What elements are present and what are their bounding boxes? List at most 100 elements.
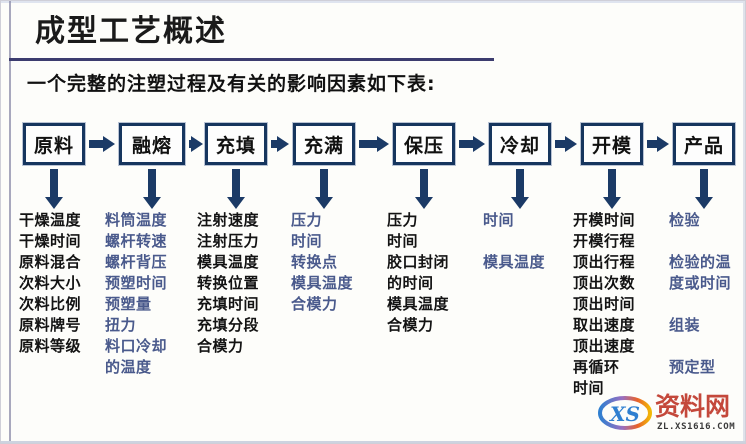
factor-item: 模具温度 [387, 295, 450, 313]
flow-box-label: 开模 [591, 134, 632, 157]
flow-box-6[interactable]: 冷却 [489, 123, 551, 165]
factor-item: 料筒温度 [105, 211, 168, 229]
factor-column-4: 压力时间转换点模具温度合模力 [291, 210, 353, 315]
flow-box-label: 原料 [33, 134, 74, 157]
factor-spacer [669, 294, 731, 315]
factor-item: 预定型 [669, 358, 716, 376]
flow-box-8[interactable]: 产品 [673, 123, 735, 165]
factor-item: 合模力 [291, 295, 338, 313]
factor-item: 干燥时间 [19, 232, 82, 250]
factor-item: 原料混合 [19, 253, 82, 271]
factor-item: 转换点 [291, 253, 338, 271]
factor-item: 模具温度 [291, 274, 354, 292]
factor-item: 胶口封闭 [387, 253, 450, 271]
factor-item: 顶出时间 [573, 295, 636, 313]
flow-box-5[interactable]: 保压 [393, 123, 455, 165]
factor-item: 转换位置 [197, 274, 260, 292]
factor-item: 充填分段 [197, 316, 260, 334]
flow-box-label: 冷却 [499, 134, 540, 157]
factor-item: 的温度 [105, 358, 152, 376]
flow-arrow-down-6 [511, 169, 529, 209]
flow-arrow-down-4 [315, 169, 333, 209]
factor-item: 预塑量 [105, 295, 152, 313]
flow-arrow-right-5 [459, 136, 485, 152]
factor-item: 时间 [291, 232, 323, 250]
frame-top-line [1, 1, 745, 3]
factor-item: 压力 [291, 211, 323, 229]
factor-item: 干燥温度 [19, 211, 82, 229]
xs-logo-icon: XS [597, 393, 653, 433]
flow-arrow-right-1 [89, 136, 115, 152]
process-flow-row: 原料 融熔 充填 充满 保压 冷却 开模 产品 [1, 123, 745, 209]
flow-box-7[interactable]: 开模 [581, 123, 643, 165]
factor-item: 组装 [669, 316, 701, 334]
factor-item: 模具温度 [483, 253, 546, 271]
factor-item: 次料大小 [19, 274, 82, 292]
factor-item: 螺杆转速 [105, 232, 168, 250]
factor-item: 合模力 [197, 337, 244, 355]
flow-box-label: 充满 [303, 134, 344, 157]
factor-item: 扭力 [105, 316, 137, 334]
factor-column-1: 干燥温度干燥时间原料混合次料大小次料比例原料牌号原料等级 [19, 210, 81, 357]
flow-box-2[interactable]: 融熔 [119, 123, 185, 165]
factor-item: 次料比例 [19, 295, 82, 313]
factor-item: 压力 [387, 211, 419, 229]
factor-column-8: 检验检验的温度或时间组装预定型 [669, 210, 731, 378]
factor-spacer [483, 231, 545, 252]
factor-spacer [669, 231, 731, 252]
title-underline-rule [9, 58, 494, 61]
flow-box-label: 产品 [683, 134, 724, 157]
flow-box-1[interactable]: 原料 [23, 123, 85, 165]
factor-item: 开模行程 [573, 232, 636, 250]
factor-item: 预塑时间 [105, 274, 168, 292]
factor-item: 顶出行程 [573, 253, 636, 271]
factor-item: 注射压力 [197, 232, 260, 250]
flow-arrow-down-1 [45, 169, 63, 209]
factor-item: 原料等级 [19, 337, 82, 355]
factor-item: 螺杆背压 [105, 253, 168, 271]
factor-item: 度或时间 [669, 274, 732, 292]
page-title: 成型工艺概述 [35, 14, 227, 49]
factor-item: 检验的温 [669, 253, 732, 271]
factor-item: 时间 [573, 379, 605, 397]
svg-text:XS: XS [608, 402, 640, 426]
watermark-brand: 资料网 [655, 392, 731, 421]
factor-column-7: 开模时间开模行程顶出行程顶出次数顶出时间取出速度顶出速度再循环时间 [573, 210, 635, 399]
factor-item: 时间 [483, 211, 515, 229]
watermark-url: ZL.XS1616.COM [657, 422, 736, 432]
factor-item: 顶出速度 [573, 337, 636, 355]
flow-arrow-right-4 [359, 136, 389, 152]
flow-arrow-down-5 [415, 169, 433, 209]
factor-item: 再循环 [573, 358, 620, 376]
factor-spacer [669, 336, 731, 357]
factor-item: 充填时间 [197, 295, 260, 313]
frame-left-line [9, 1, 11, 443]
flow-arrow-right-2 [189, 136, 203, 152]
factor-item: 的时间 [387, 274, 434, 292]
factor-item: 合模力 [387, 316, 434, 334]
factor-column-3: 注射速度注射压力模具温度转换位置充填时间充填分段合模力 [197, 210, 259, 357]
flow-box-label: 充填 [215, 134, 256, 157]
flow-arrow-right-6 [555, 136, 577, 152]
factor-column-2: 料筒温度螺杆转速螺杆背压预塑时间预塑量扭力料口冷却的温度 [105, 210, 167, 378]
factor-column-6: 时间模具温度 [483, 210, 545, 273]
flow-box-3[interactable]: 充填 [205, 123, 267, 165]
flow-arrow-right-7 [647, 136, 669, 152]
factor-item: 开模时间 [573, 211, 636, 229]
factor-item: 原料牌号 [19, 316, 82, 334]
factor-item: 时间 [387, 232, 419, 250]
flow-arrow-down-3 [227, 169, 245, 209]
watermark: XS 资料网 ZL.XS1616.COM [597, 391, 737, 439]
frame-bottom-line [1, 441, 745, 443]
flow-box-label: 保压 [403, 134, 444, 157]
frame-right-line [743, 1, 745, 443]
page-subtitle: 一个完整的注塑过程及有关的影响因素如下表: [27, 73, 436, 95]
flow-box-4[interactable]: 充满 [293, 123, 355, 165]
factor-item: 取出速度 [573, 316, 636, 334]
factor-item: 顶出次数 [573, 274, 636, 292]
flow-arrow-down-2 [143, 169, 161, 209]
flow-arrow-down-7 [603, 169, 621, 209]
factor-item: 注射速度 [197, 211, 260, 229]
flow-arrow-right-3 [271, 136, 289, 152]
